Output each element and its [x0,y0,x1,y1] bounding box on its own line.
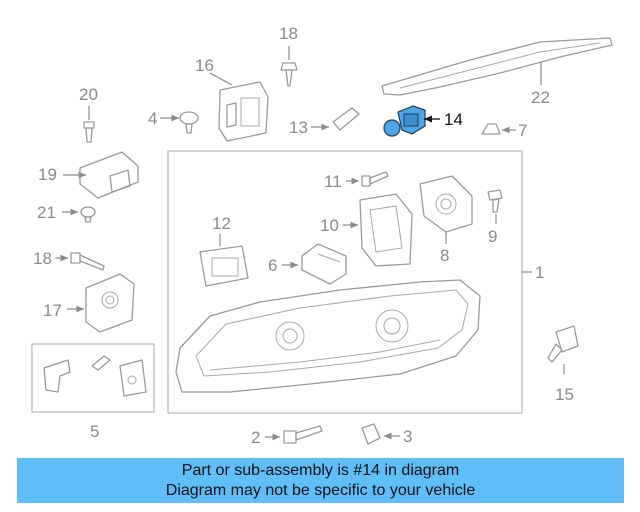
headlamp-assembly-frame [167,150,523,414]
exploded-parts-diagram: 22 18 16 4 13 14 7 [31,24,613,447]
part-9-screw: 9 [487,189,503,246]
callout-14: 14 [444,110,463,129]
part-11-screw: 11 [324,171,389,191]
callout-11: 11 [324,172,342,191]
part-7-cap: 7 [481,121,527,140]
part-22-trim-strip: 22 [381,37,613,107]
part-4-screw: 4 [148,109,199,134]
part-1-headlamp: 1 [175,263,544,393]
callout-9: 9 [488,227,497,246]
part-13-clip: 13 [289,107,360,137]
callout-5: 5 [90,422,99,441]
callout-18-top: 18 [279,24,298,43]
part-15-bulb: 15 [547,325,579,404]
info-banner: Part or sub-assembly is #14 in diagram D… [17,458,624,503]
callout-6: 6 [268,256,277,275]
callout-16: 16 [195,56,214,75]
part-12-socket: 12 [199,214,249,287]
callout-10: 10 [320,216,339,235]
callout-19: 19 [38,165,57,184]
callout-20: 20 [79,85,98,104]
part-21-nut: 21 [37,203,96,223]
part-20-bolt: 20 [79,85,98,143]
part-6-lamp-holder: 6 [268,243,347,285]
callout-13: 13 [289,118,308,137]
banner-line-disclaimer: Diagram may not be specific to your vehi… [165,482,476,499]
callout-2: 2 [251,428,260,447]
part-2-bolt: 2 [251,425,323,447]
callout-17: 17 [43,301,62,320]
part-18-bolt-left: 18 [33,249,105,271]
part-5-kit-frame [31,343,155,413]
callout-22: 22 [531,88,550,107]
part-14-bulb-highlighted: 14 [383,105,463,137]
callout-8: 8 [440,246,449,265]
part-18-bolt-top: 18 [279,24,298,87]
callout-4: 4 [148,109,157,128]
part-3-clip: 3 [361,423,412,446]
part-8-projector-module: 8 [419,175,473,265]
part-19-control-unit: 19 [38,151,139,199]
part-10-housing-bracket: 10 [320,193,413,267]
callout-15: 15 [555,385,574,404]
part-16-control-module: 16 [195,56,269,142]
callout-3: 3 [403,427,412,446]
part-5-bracket-kit: 5 [31,343,155,441]
part-17-ballast: 17 [43,273,135,333]
callout-12: 12 [212,214,231,233]
callout-7: 7 [518,121,527,140]
banner-line-part-number: Part or sub-assembly is #14 in diagram [181,462,460,479]
callout-21: 21 [37,203,56,222]
callout-1: 1 [535,263,544,282]
callout-18-left: 18 [33,249,52,268]
